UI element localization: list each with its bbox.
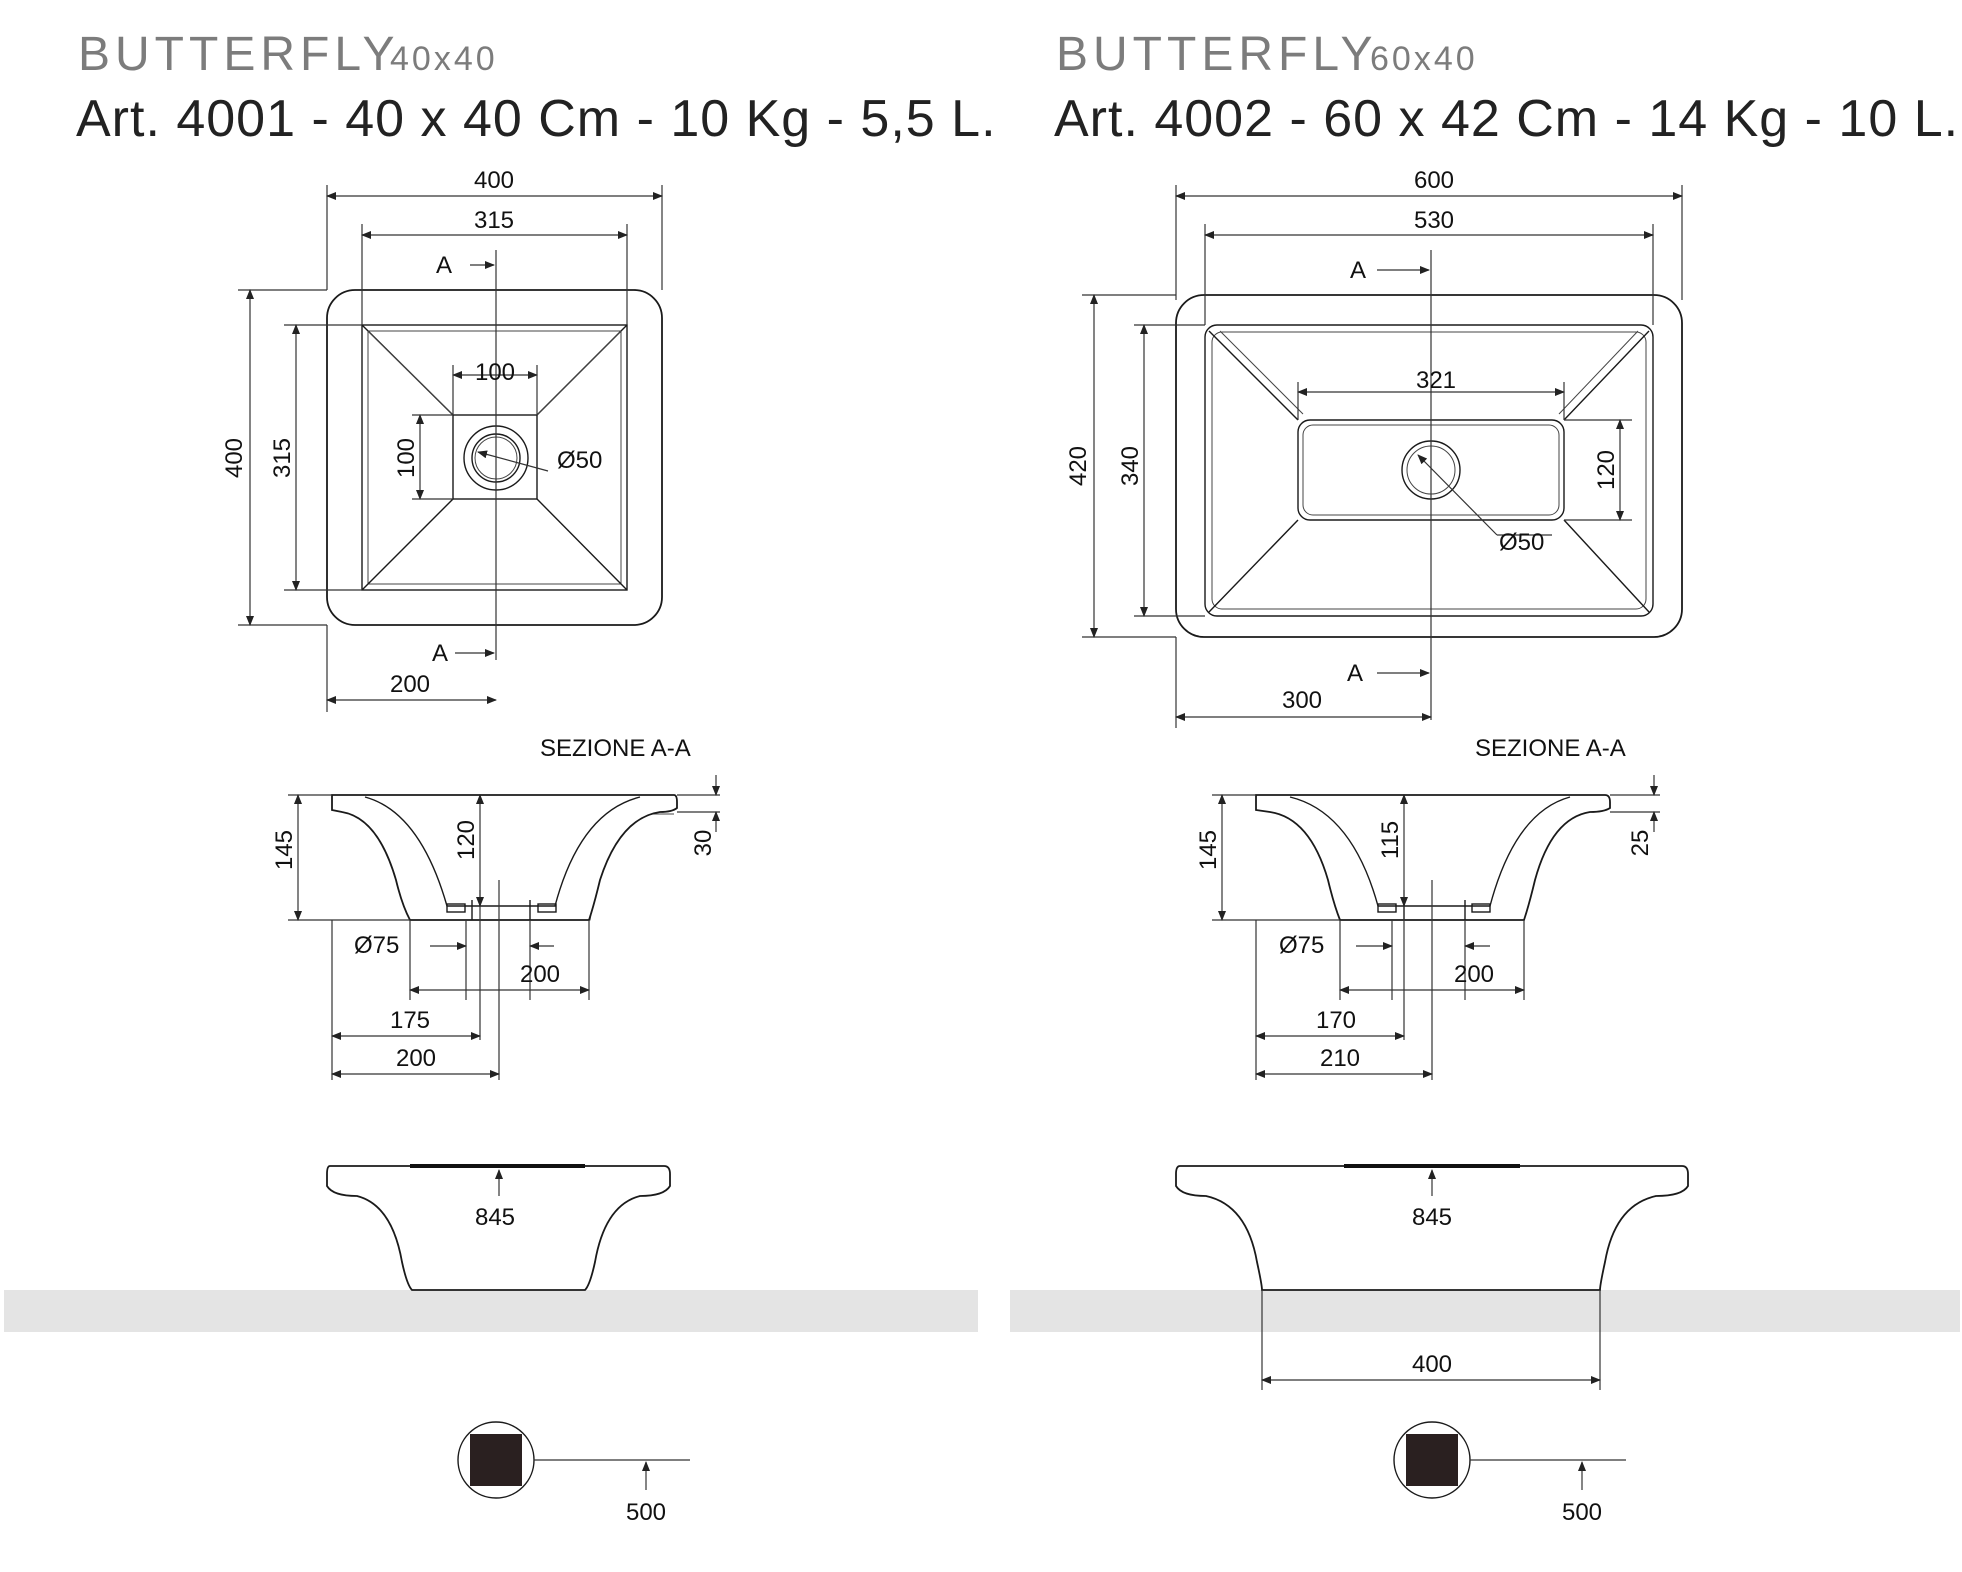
section-mark-bottom: A	[432, 640, 448, 667]
section-title: SEZIONE A-A	[540, 735, 691, 762]
section-body	[331, 794, 678, 921]
installed-basin	[326, 1165, 671, 1291]
dim-drain-height: 120	[1593, 450, 1620, 490]
section-view-4001: SEZIONE A-A 145 120	[271, 735, 720, 1080]
dim-height-inner: 315	[269, 438, 296, 478]
dim-rim: 30	[690, 830, 717, 857]
dim-section-half-width: 200	[396, 1045, 436, 1072]
series-size: 60x40	[1370, 40, 1478, 78]
dim-installed-height: 845	[1412, 1204, 1452, 1231]
top-view-4002: 600 530 A 420 340 321	[1065, 167, 1683, 728]
bowl-outline	[1204, 324, 1654, 617]
countertop	[4, 1290, 978, 1332]
section-mark-top: A	[436, 252, 452, 279]
dim-section-depth: 120	[453, 820, 480, 860]
dim-installed-height: 845	[475, 1204, 515, 1231]
product-4001: BUTTERFLY 40x40 Art. 4001 - 40 x 40 Cm -…	[4, 28, 997, 1526]
dim-height-inner: 340	[1117, 446, 1144, 486]
dim-section-base: 200	[1454, 961, 1494, 988]
dim-section-base: 200	[520, 961, 560, 988]
dim-outlet-offset: 170	[1316, 1007, 1356, 1034]
dim-drain-width: 321	[1416, 367, 1456, 394]
dim-siphon-height: 500	[626, 1499, 666, 1526]
series-name: BUTTERFLY	[1056, 28, 1377, 81]
dim-installed-base: 400	[1412, 1351, 1452, 1378]
section-body	[1255, 794, 1611, 921]
dim-section-half-width: 210	[1320, 1045, 1360, 1072]
dim-drain-width: 100	[475, 359, 515, 386]
dim-section-height: 145	[271, 830, 298, 870]
drain-plate	[452, 414, 538, 500]
bowl-outline	[361, 324, 628, 591]
siphon-4001: 500	[457, 1421, 690, 1526]
section-mark-top: A	[1350, 257, 1366, 284]
top-view-4001: 400 315 A 400 315 100	[221, 167, 663, 712]
dim-siphon-height: 500	[1562, 1499, 1602, 1526]
dim-width-outer: 400	[474, 167, 514, 194]
siphon-4002: 500	[1393, 1421, 1626, 1526]
section-mark-bottom: A	[1347, 660, 1363, 687]
dim-height-outer: 420	[1065, 446, 1092, 486]
dim-section-height: 145	[1195, 830, 1222, 870]
article-line: Art. 4001 - 40 x 40 Cm - 10 Kg - 5,5 L.	[76, 90, 997, 148]
dim-half-width: 200	[390, 671, 430, 698]
dim-half-width: 300	[1282, 687, 1322, 714]
installed-view-4001: 845	[4, 1164, 978, 1332]
dim-section-depth: 115	[1377, 821, 1404, 859]
article-line: Art. 4002 - 60 x 42 Cm - 14 Kg - 10 L.	[1054, 90, 1959, 148]
dim-outlet-diameter: Ø75	[1279, 932, 1324, 959]
dim-width-outer: 600	[1414, 167, 1454, 194]
product-4002: BUTTERFLY 60x40 Art. 4002 - 60 x 42 Cm -…	[1010, 28, 1960, 1526]
series-size: 40x40	[390, 40, 498, 78]
dim-drain-height: 100	[393, 438, 420, 478]
dim-drain-diameter: Ø50	[557, 447, 602, 474]
siphon-square	[470, 1434, 522, 1486]
dim-drain-diameter: Ø50	[1499, 529, 1544, 556]
dim-height-outer: 400	[221, 438, 248, 478]
countertop	[1010, 1290, 1960, 1332]
siphon-square	[1406, 1434, 1458, 1486]
dim-outlet-offset: 175	[390, 1007, 430, 1034]
installed-view-4002: 845 400	[1010, 1164, 1960, 1390]
dim-width-inner: 530	[1414, 207, 1454, 234]
section-view-4002: SEZIONE A-A 145 115 25	[1195, 735, 1660, 1080]
dim-width-inner: 315	[474, 207, 514, 234]
section-title: SEZIONE A-A	[1475, 735, 1626, 762]
dim-rim: 25	[1627, 830, 1654, 857]
series-name: BUTTERFLY	[78, 28, 399, 81]
dim-outlet-diameter: Ø75	[354, 932, 399, 959]
